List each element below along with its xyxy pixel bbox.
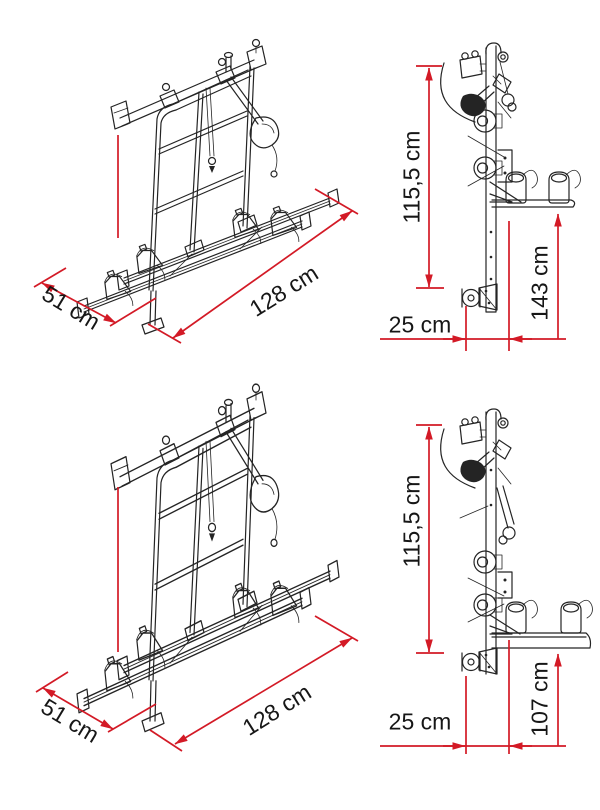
top-perspective-drawing [33, 40, 359, 344]
bottom-side-dimensions [380, 424, 566, 754]
dim-label-overall-height-top: 143 cm [526, 245, 553, 321]
dim-label-upright-height-top: 115,5 cm [398, 130, 425, 224]
top-side-dimensions [380, 65, 566, 351]
top-side-drawing [380, 42, 582, 351]
bottom-side-drawing [380, 408, 594, 754]
bottom-perspective-drawing [35, 384, 359, 752]
dim-label-overall-height-bottom: 107 cm [526, 661, 553, 737]
dim-label-offset-top: 25 cm [388, 311, 452, 338]
dim-label-offset-bottom: 25 cm [388, 708, 452, 735]
dim-label-upright-height-bottom: 115,5 cm [398, 474, 425, 568]
top-perspective-dimensions [33, 135, 359, 344]
bottom-perspective-dimensions [35, 487, 359, 752]
